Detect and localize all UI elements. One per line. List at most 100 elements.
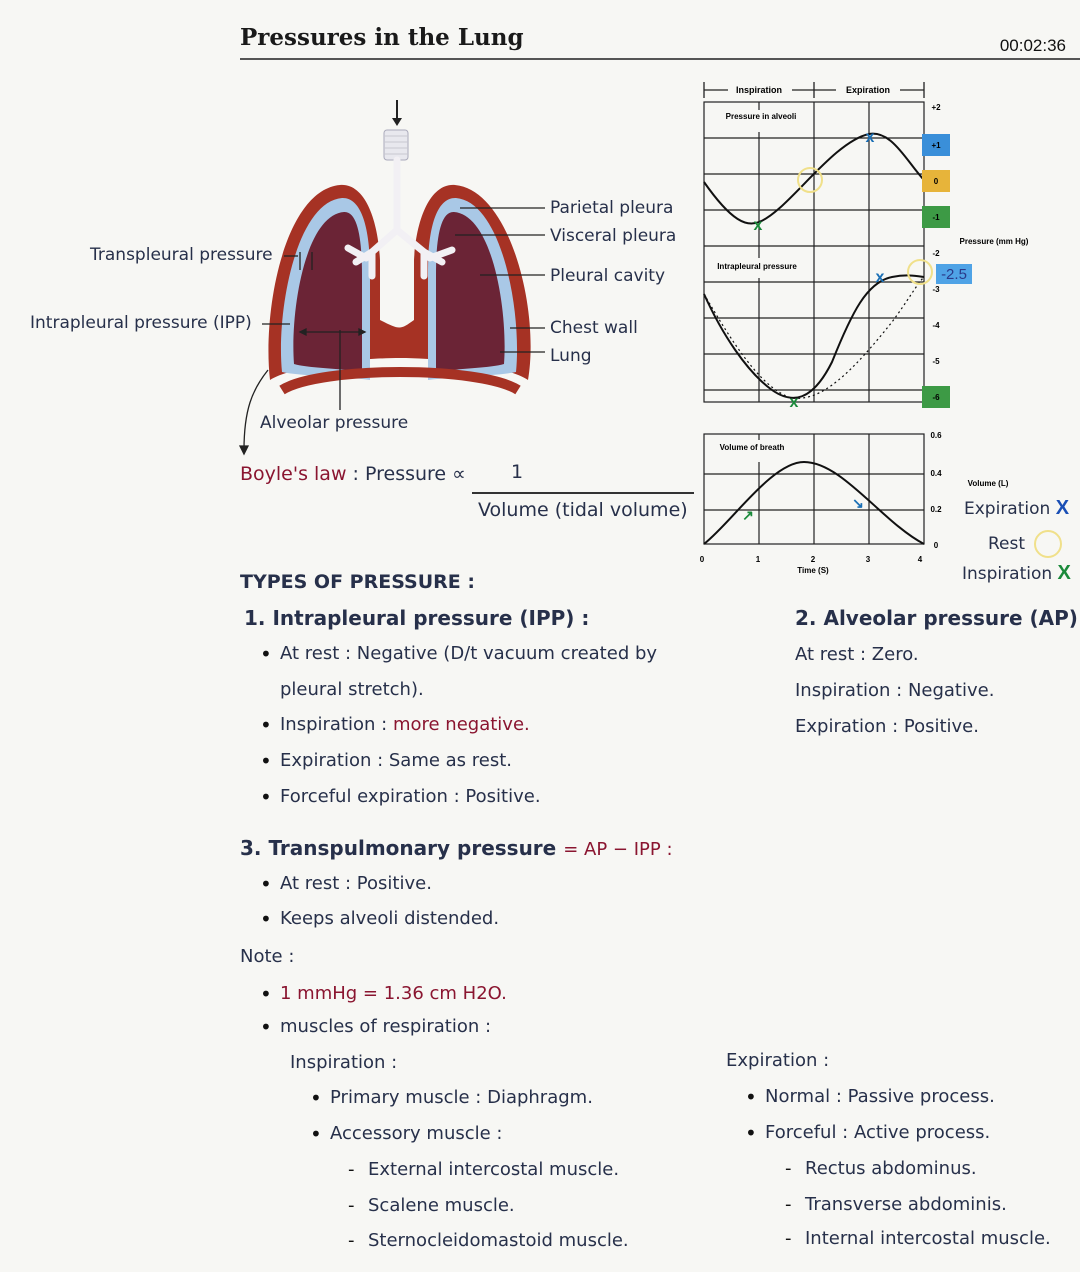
trachea (383, 129, 409, 161)
tick-minus1: -1 (932, 213, 940, 222)
label-transpleural-pressure: Transpleural pressure (90, 245, 273, 265)
expiration-arrow-icon: ↘ (852, 495, 864, 511)
vol-tick-0: 0 (934, 541, 939, 550)
boyle-denominator: Volume (tidal volume) (478, 499, 688, 521)
rest-marker-icon (907, 259, 933, 285)
fraction-bar (472, 492, 694, 494)
ap-item-expiration: Expiration : Positive. (795, 716, 979, 737)
time-axis-label: Time (S) (797, 566, 829, 575)
vol-tick-06: 0.6 (930, 431, 942, 440)
ipp-heading: 1. Intrapleural pressure (IPP) : (244, 606, 590, 630)
inspiration-x-icon: x (790, 394, 799, 411)
tick-box-plus1 (922, 134, 950, 156)
graph-header-expiration: Expiration (846, 85, 890, 95)
legend-inspiration: Inspiration X (962, 562, 1071, 584)
insp-muscle-1: External intercostal muscle. (348, 1159, 619, 1180)
label-visceral-pleura: Visceral pleura (550, 226, 677, 246)
exp-muscle-2: Transverse abdominis. (785, 1194, 1007, 1215)
boyle-numerator: 1 (511, 461, 524, 483)
exp-normal: Normal : Passive process. (745, 1085, 995, 1109)
tick-box-zero (922, 170, 950, 192)
note-mmhg: 1 mmHg = 1.36 cm H2O. (260, 982, 507, 1006)
exp-muscle-1: Rectus abdominus. (785, 1158, 977, 1179)
inspiration-arrow-icon: ↗ (742, 507, 754, 523)
ipp-item-inspiration: Inspiration : more negative. (260, 713, 530, 737)
label-intrapleural-pressure: Intrapleural pressure (IPP) (30, 313, 252, 333)
video-timer: 00:02:36 (999, 36, 1066, 55)
pressure-grid (703, 101, 925, 403)
alveolar-pressure-curve (703, 132, 925, 225)
intrapleural-dotted-curve (703, 276, 925, 399)
exp-muscle-3: Internal intercostal muscle. (785, 1228, 1051, 1249)
label-chest-wall: Chest wall (550, 318, 638, 338)
expiration-x-icon: x (866, 129, 875, 146)
label-parietal-pleura: Parietal pleura (550, 198, 674, 218)
legend-inspiration-x-icon: X (1057, 562, 1071, 584)
legend-expiration: Expiration X (964, 497, 1070, 519)
tick-zero: 0 (934, 177, 939, 186)
vol-tick-04: 0.4 (930, 469, 942, 478)
note-heading: Note : (240, 946, 295, 967)
boyles-law: Boyle's law : Pressure ∝ (240, 463, 466, 485)
tp-item-rest: At rest : Positive. (260, 872, 432, 896)
diaphragm (279, 367, 521, 395)
lung-diagram (238, 100, 545, 456)
rest-marker-icon (797, 167, 823, 193)
label-alveolar-pressure: Alveolar pressure (260, 413, 409, 433)
note-25-highlight (936, 264, 972, 284)
graph-header-inspiration: Inspiration (736, 85, 782, 95)
note-25: -2.5 (941, 266, 967, 283)
insp-muscle-2: Scalene muscle. (348, 1195, 515, 1216)
ap-heading: 2. Alveolar pressure (AP) : (795, 606, 1080, 630)
time-tick-3: 3 (866, 555, 871, 564)
insp-primary: Primary muscle : Diaphragm. (310, 1086, 593, 1110)
label-pleural-cavity: Pleural cavity (550, 266, 666, 286)
pressure-volume-graph: Inspiration Expiration Pressure in alveo… (700, 82, 1029, 575)
tp-item-distended: Keeps alveoli distended. (260, 907, 499, 931)
tick-minus2: -2 (932, 249, 940, 258)
insp-heading: Inspiration : (290, 1052, 398, 1073)
exp-heading: Expiration : (726, 1050, 830, 1071)
tick-plus1: +1 (931, 141, 941, 150)
volume-unit-label: Volume (L) (968, 479, 1009, 488)
label-lung: Lung (550, 346, 592, 366)
ipp-item-rest: At rest : Negative (D/t vacuum created b… (260, 642, 657, 666)
boyles-law-name: Boyle's law (240, 463, 347, 485)
legend-rest-circle-icon (1034, 530, 1063, 558)
panel-label-intrapleural: Intrapleural pressure (717, 262, 797, 271)
time-tick-1: 1 (756, 555, 761, 564)
title-underline (240, 58, 1080, 60)
note-muscles: muscles of respiration : (260, 1015, 491, 1039)
tick-minus3: -3 (932, 285, 940, 294)
panel-label-volume: Volume of breath (720, 443, 785, 452)
ap-item-rest: At rest : Zero. (795, 644, 919, 665)
legend-expiration-x-icon: X (1055, 497, 1070, 519)
ap-item-inspiration: Inspiration : Negative. (795, 680, 995, 701)
tp-heading: 3. Transpulmonary pressure = AP − IPP : (240, 836, 673, 860)
tick-minus5: -5 (932, 357, 940, 366)
expiration-x-icon: x (876, 269, 885, 286)
time-tick-2: 2 (811, 555, 816, 564)
inspiration-x-icon: x (754, 217, 763, 234)
tick-minus6: -6 (932, 393, 940, 402)
boyles-law-relation: : Pressure ∝ (352, 463, 466, 485)
tidal-volume-curve (703, 460, 925, 545)
vol-tick-02: 0.2 (930, 505, 942, 514)
tick-box-minus1 (922, 206, 950, 228)
tick-plus2: +2 (931, 103, 941, 112)
page-title: Pressures in the Lung (240, 24, 524, 51)
ipp-item-expiration: Expiration : Same as rest. (260, 749, 512, 773)
tick-box-minus6 (922, 386, 950, 408)
exp-forceful: Forceful : Active process. (745, 1121, 990, 1145)
time-tick-4: 4 (918, 555, 923, 564)
types-heading: TYPES OF PRESSURE : (240, 571, 475, 593)
intrapleural-pressure-curve (703, 274, 925, 399)
ipp-item-forceful: Forceful expiration : Positive. (260, 785, 541, 809)
tick-minus4: -4 (932, 321, 940, 330)
bronchi (344, 156, 456, 280)
legend-rest: Rest (988, 530, 1063, 558)
insp-muscle-3: Sternocleidomastoid muscle. (348, 1230, 629, 1251)
insp-accessory: Accessory muscle : (310, 1122, 502, 1146)
pressure-unit-label: Pressure (mm Hg) (960, 237, 1029, 246)
panel-label-alveoli: Pressure in alveoli (726, 112, 797, 121)
